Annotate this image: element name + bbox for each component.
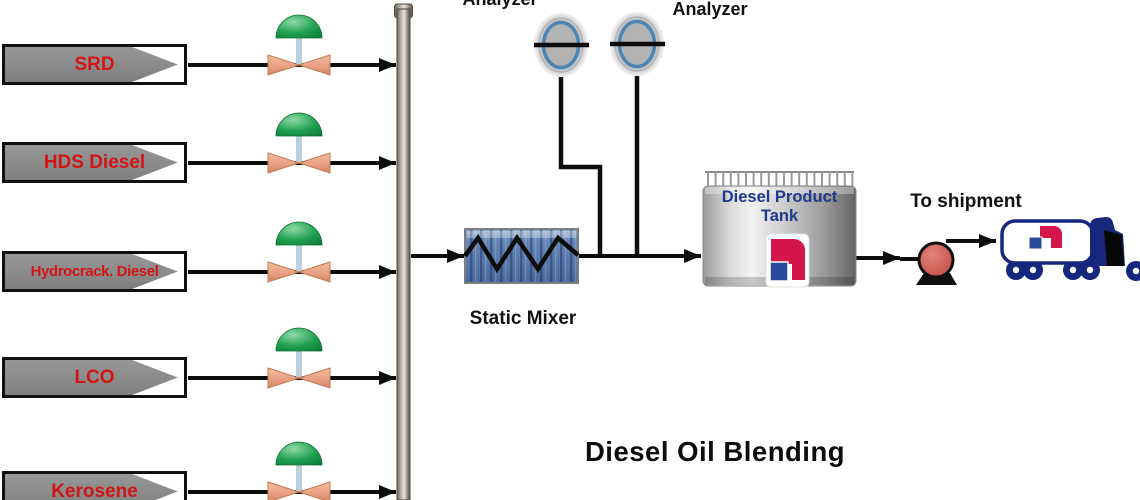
feed-box-srd: SRD	[2, 44, 187, 85]
feed-label-hds-diesel: HDS Diesel	[43, 151, 146, 173]
control-valve-icon	[267, 14, 331, 76]
company-logo	[1028, 226, 1062, 250]
control-valve-icon	[267, 441, 331, 500]
control-valve-icon	[267, 327, 331, 389]
truck-cab-shadow	[1104, 230, 1124, 266]
static-mixer-label: Static Mixer	[469, 308, 577, 329]
feed-label-hydrocrack-diesel: Hydrocrack. Diesel	[30, 263, 159, 280]
analyzer-probe-icon	[610, 12, 665, 76]
tank-label-line1: Diesel Product	[721, 188, 838, 206]
feed-label-lco: LCO	[74, 366, 115, 388]
tank-label-line2: Tank	[760, 207, 799, 225]
analyzer-left-tap-line	[558, 70, 603, 258]
control-valve-icon	[267, 112, 331, 174]
feed-label-kerosene: Kerosene	[51, 480, 138, 500]
header-pipe	[394, 3, 413, 500]
diagram-title: Diesel Oil Blending	[584, 436, 846, 467]
control-valve-icon	[267, 221, 331, 283]
tanker-truck-icon	[1000, 217, 1140, 281]
to-shipment-label: To shipment	[910, 191, 1022, 212]
feed-label-srd: SRD	[74, 53, 115, 75]
analyzer-right-label: Analyzer	[672, 0, 748, 19]
centrifugal-pump-icon	[916, 241, 957, 285]
company-logo	[765, 233, 810, 288]
analyzer-left-label: Analyzer	[450, 0, 550, 10]
static-mixer-icon	[463, 228, 580, 284]
control-valves	[267, 14, 331, 500]
feed-box-lco: LCO	[2, 357, 187, 398]
analyzer-probe-icon	[534, 13, 589, 77]
mixer-zigzag	[463, 233, 580, 274]
feed-box-hydrocrack-diesel: Hydrocrack. Diesel	[2, 251, 187, 292]
feed-box-hds-diesel: HDS Diesel	[2, 142, 187, 183]
feed-box-kerosene: Kerosene	[2, 471, 187, 500]
storage-tank-icon	[702, 171, 857, 288]
